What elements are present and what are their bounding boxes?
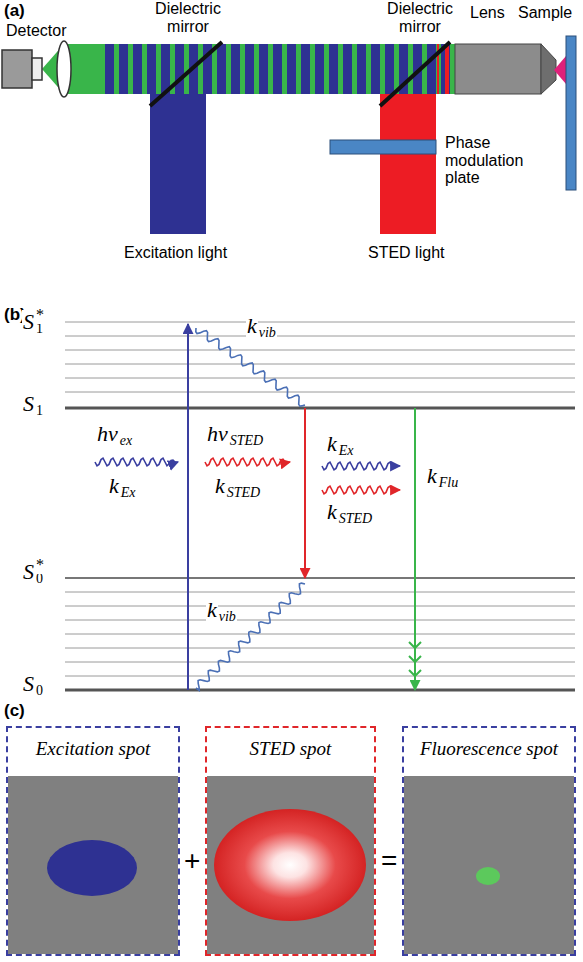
spot-panel: Excitation spot [6,726,180,956]
sample-slide [566,36,576,190]
optical-setup [2,36,576,234]
sted-donut [214,809,366,921]
spot-panel: STED spot [205,726,376,956]
state-symbol: S [22,310,35,334]
photon-subscript: STED [229,433,264,448]
beam-name: STED light [368,244,444,262]
panel-letter: (a) [4,2,25,21]
wavy-arrow [322,486,400,494]
spot-panel: Fluorescence spot [402,726,576,956]
state-superscript: * [35,306,45,324]
state-superscript: * [35,556,45,574]
rate-symbol: k [214,474,226,498]
mirror [150,42,222,106]
rate-subscript: vib [218,609,237,624]
transitions [95,324,421,690]
wavy-arrow [95,458,178,466]
panel-letter: (c) [4,702,25,721]
rate-subscript: Ex [338,443,355,458]
wavy-arrow [205,458,290,466]
phase-plate [330,140,436,154]
rate-symbol: k [326,432,338,456]
photon-symbol: hν [96,422,119,446]
focus [554,56,566,84]
beam-name: Excitation light [124,244,227,262]
panel-heading: Excitation spot [8,728,178,760]
operator-sign: + [184,846,200,877]
operator-sign: = [381,846,397,877]
spots [8,776,574,954]
part-name: Detector [6,22,66,40]
wavy-arrow [196,328,305,406]
excitation-beam [150,94,206,234]
state-symbol: S [22,392,35,416]
rate-subscript: vib [258,325,277,340]
objective-lens [455,44,541,94]
collector-lens [57,41,71,97]
state-symbol: S [22,560,35,584]
part-name: Phase modulation plate [445,134,557,187]
rate-symbol: k [246,314,258,338]
rate-subscript: STED [338,511,373,526]
part-name: Dielectric mirror [377,0,463,35]
photon-symbol: hν [206,422,229,446]
state-subscript: 1 [35,403,44,418]
sted-beam [380,94,436,234]
rate-subscript: Ex [120,485,137,500]
energy-levels [65,322,575,690]
rate-symbol: k [206,598,218,622]
part-name: Sample [518,4,572,22]
detector-body [2,50,32,88]
part-name: Dielectric mirror [145,0,231,35]
rate-subscript: STED [226,485,261,500]
rate-symbol: k [326,500,338,524]
part-name: Lens [470,4,505,22]
wavy-arrow [196,583,305,690]
rate-symbol: k [426,464,438,488]
rate-symbol: k [108,474,120,498]
panel-heading: STED spot [207,728,374,760]
excitation-spot [47,840,137,896]
wavy-arrow [322,462,400,470]
photon-subscript: ex [119,433,133,448]
state-subscript: 0 [35,683,44,698]
fluorescence-spot [476,867,500,885]
state-symbol: S [22,672,35,696]
panel-heading: Fluorescence spot [404,728,574,760]
rate-subscript: Flu [438,475,459,490]
mirror [380,42,450,106]
